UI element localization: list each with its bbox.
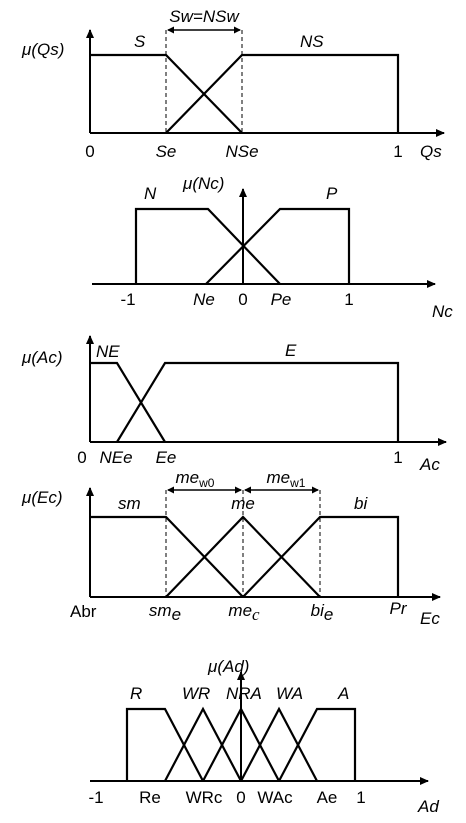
panel-qs: Sw=NSw μ(Qs) S NS 0 Se NSe 1 Qs xyxy=(21,7,445,161)
ac-set-ne-curve xyxy=(90,361,166,443)
nc-set-n-curve xyxy=(134,207,281,285)
qs-y-label: μ(Qs) xyxy=(21,40,64,59)
ec-x-label: Ec xyxy=(420,609,440,628)
nc-set-p-label: P xyxy=(326,184,338,203)
ad-set-a-curve xyxy=(278,707,357,782)
ac-tick-0: 0 xyxy=(77,448,86,467)
ac-tick-ee: Ee xyxy=(156,448,177,467)
ec-set-sm-label: sm xyxy=(118,494,141,513)
panel-ec: mew0 mew1 μ(Ec) sm me bi Abr sme mec bie… xyxy=(21,468,441,628)
ad-set-wr-label: WR xyxy=(182,684,210,703)
ec-set-bi-curve xyxy=(242,515,400,598)
ad-set-wa-label: WA xyxy=(276,684,303,703)
ac-set-e-curve xyxy=(116,361,400,443)
nc-tick-1: 1 xyxy=(344,290,353,309)
nc-set-n-label: N xyxy=(144,184,157,203)
qs-width-label: Sw=NSw xyxy=(169,7,240,26)
ac-y-label: μ(Ac) xyxy=(21,348,62,367)
ec-tick-pr: Pr xyxy=(390,599,408,618)
ec-width0-label: mew0 xyxy=(176,468,215,490)
ac-tick-1: 1 xyxy=(393,448,402,467)
nc-tick-pe: Pe xyxy=(271,290,292,309)
ec-tick-mec: mec xyxy=(228,601,260,624)
ad-tick-m1: -1 xyxy=(88,788,103,807)
nc-y-label: μ(Nc) xyxy=(182,174,224,193)
qs-set-ns-curve xyxy=(165,53,400,134)
ad-x-label: Ad xyxy=(417,797,439,816)
nc-x-label: Nc xyxy=(432,302,453,321)
qs-set-ns-label: NS xyxy=(300,32,324,51)
ac-tick-nee: NEe xyxy=(99,448,132,467)
ec-set-sm-curve xyxy=(90,515,244,598)
ec-tick-bie: bie xyxy=(311,601,334,624)
ad-set-wa-curve xyxy=(240,706,318,782)
ec-tick-abr: Abr xyxy=(70,602,97,621)
ad-tick-wrc: WRc xyxy=(186,788,223,807)
ec-tick-sme: sme xyxy=(149,601,181,624)
qs-tick-se: Se xyxy=(156,142,177,161)
ad-set-nra-curve xyxy=(202,706,280,782)
ad-set-r-curve xyxy=(125,707,204,782)
nc-tick-m1: -1 xyxy=(120,290,135,309)
ac-set-e-label: E xyxy=(285,341,297,360)
panel-nc: μ(Nc) N P -1 Ne 0 Pe 1 Nc xyxy=(92,174,453,321)
nc-set-p-curve xyxy=(205,207,351,285)
ad-set-wr-curve xyxy=(164,706,242,782)
ad-tick-1: 1 xyxy=(356,788,365,807)
qs-tick-1: 1 xyxy=(393,142,402,161)
nc-tick-ne: Ne xyxy=(193,290,215,309)
ec-width1-label: mew1 xyxy=(267,468,306,490)
ad-tick-ae: Ae xyxy=(317,788,338,807)
ac-set-ne-label: NE xyxy=(96,342,120,361)
panel-ac: μ(Ac) NE E 0 NEe Ee 1 Ac xyxy=(21,335,447,474)
qs-x-label: Qs xyxy=(420,142,442,161)
nc-tick-0: 0 xyxy=(238,290,247,309)
ec-set-bi-label: bi xyxy=(354,494,368,513)
panel-ad: μ(Ad) R WR NRA WA A -1 Re WRc 0 WAc Ae 1… xyxy=(88,657,439,816)
qs-set-s-label: S xyxy=(134,32,146,51)
qs-tick-nse: NSe xyxy=(225,142,258,161)
ad-tick-wac: WAc xyxy=(257,788,293,807)
ad-y-label: μ(Ad) xyxy=(207,657,249,676)
ad-tick-0: 0 xyxy=(236,788,245,807)
ad-set-r-label: R xyxy=(130,684,142,703)
ad-set-a-label: A xyxy=(337,684,349,703)
qs-tick-0: 0 xyxy=(85,142,94,161)
ac-x-label: Ac xyxy=(419,455,440,474)
ad-tick-re: Re xyxy=(139,788,161,807)
ec-y-label: μ(Ec) xyxy=(21,488,62,507)
ec-set-me-label: me xyxy=(231,494,255,513)
ad-set-nra-label: NRA xyxy=(226,684,262,703)
ec-set-me-curve xyxy=(165,515,321,598)
